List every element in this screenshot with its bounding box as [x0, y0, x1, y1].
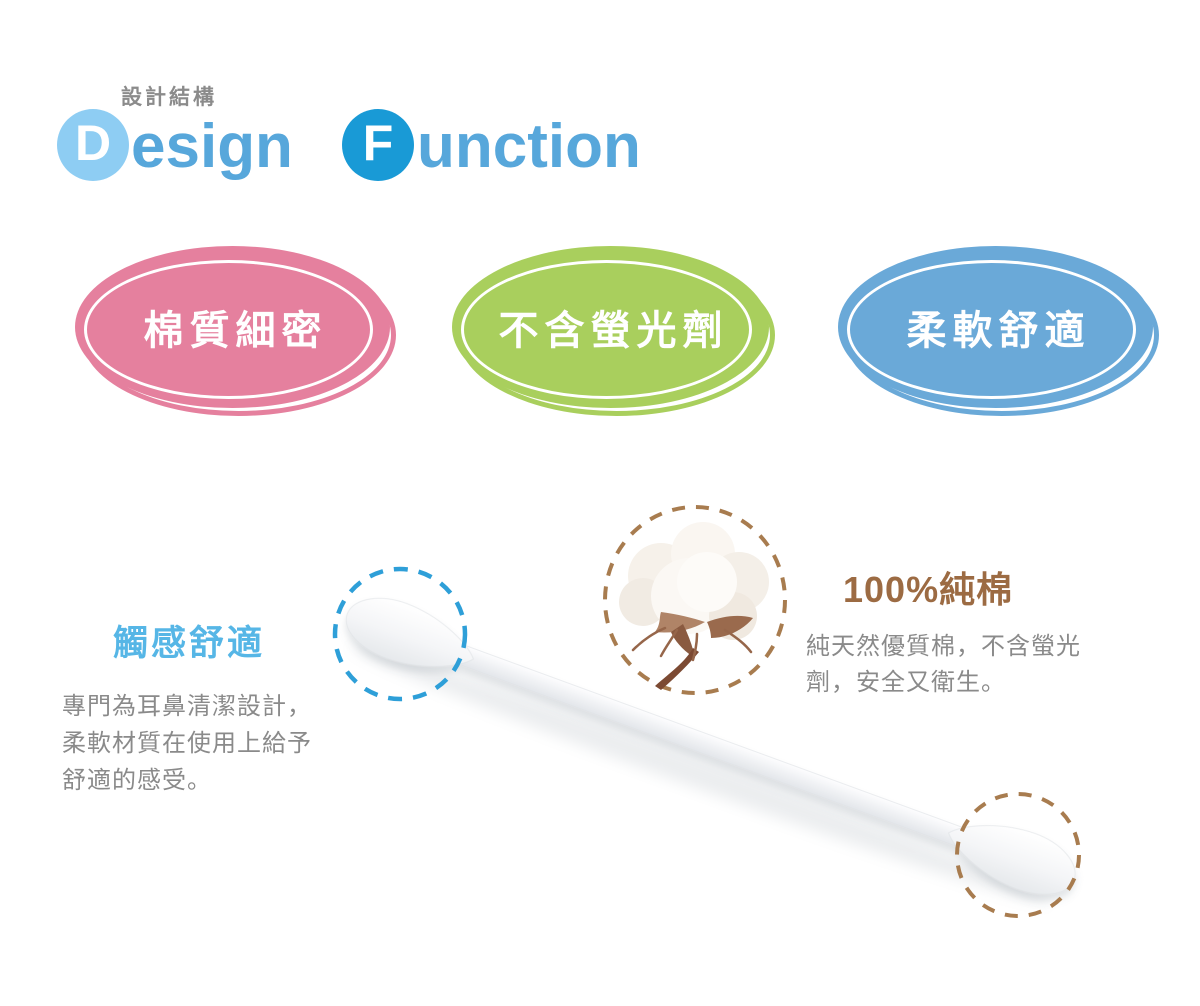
feature-line: 舒適的感受。	[62, 767, 212, 794]
function-wordmark: unction	[417, 112, 641, 181]
swab-soft-shadow	[351, 645, 1051, 903]
function-initial-letter: F	[362, 115, 394, 171]
cotton-swab-image	[345, 598, 1076, 903]
design-initial-badge: D	[57, 109, 129, 181]
badge-cotton-density: 棉質細密	[75, 246, 396, 416]
badge-ellipse: 柔軟舒適	[838, 246, 1153, 408]
badge-soft-comfort: 柔軟舒適	[838, 246, 1159, 416]
function-initial-badge: F	[342, 109, 414, 181]
badge-label: 不含螢光劑	[498, 309, 729, 353]
handle-tip-highlight-circle	[955, 792, 1081, 918]
cotton-boll-icon	[619, 522, 769, 690]
swab-tip-left	[345, 598, 475, 667]
badge-label: 棉質細密	[143, 309, 328, 353]
swab-tip-highlight-circle	[332, 566, 468, 702]
badge-ellipse: 不含螢光劑	[452, 246, 769, 408]
feature-line: 純天然優質棉，不含螢光	[806, 633, 1081, 660]
feature-title-pure-cotton: 100%純棉	[843, 569, 1014, 610]
feature-body-soft-touch: 專門為耳鼻清潔設計， 柔軟材質在使用上給予 舒適的感受。	[62, 688, 312, 799]
badge-ellipse: 棉質細密	[75, 246, 390, 408]
feature-line: 專門為耳鼻清潔設計，	[62, 693, 312, 720]
badge-no-fluorescent: 不含螢光劑	[452, 246, 775, 416]
badge-label: 柔軟舒適	[906, 309, 1091, 353]
eyebrow-title: 設計結構	[121, 86, 217, 109]
feature-line: 柔軟材質在使用上給予	[62, 730, 312, 757]
cotton-swab-illustration	[332, 505, 1081, 918]
cotton-highlight-circle	[603, 505, 787, 695]
design-initial-letter: D	[74, 115, 112, 171]
feature-title-soft-touch: 觸感舒適	[113, 624, 266, 663]
design-wordmark: esign	[131, 112, 293, 181]
feature-body-pure-cotton: 純天然優質棉，不含螢光 劑，安全又衛生。	[806, 629, 1081, 701]
feature-line: 劑，安全又衛生。	[806, 669, 1006, 696]
